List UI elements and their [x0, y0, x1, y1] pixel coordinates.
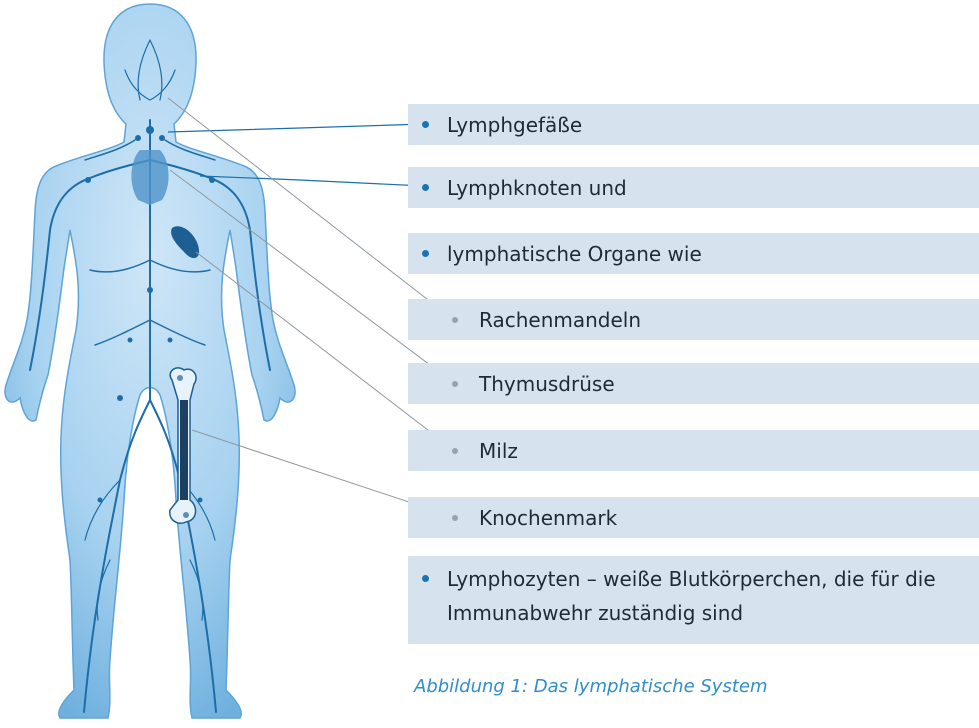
- label-lymphknoten: Lymphknoten und: [408, 167, 979, 208]
- figure-caption: Abbildung 1: Das lymphatische System: [414, 676, 768, 697]
- thymus-icon: [131, 150, 168, 205]
- label-lymphozyten: Lymphozyten – weiße Blutkörperchen, die …: [408, 556, 979, 644]
- label-text: Milz: [479, 439, 518, 463]
- label-text: Thymusdrüse: [479, 372, 615, 396]
- label-knochenmark: Knochenmark: [408, 497, 979, 538]
- label-text: Knochenmark: [479, 506, 617, 530]
- bullet-icon: [452, 448, 458, 454]
- lymph-vessels: [30, 40, 270, 712]
- label-text: Lymphozyten – weiße Blutkörperchen, die …: [447, 562, 979, 630]
- label-lymphatische-organe: lymphatische Organe wie: [408, 233, 979, 274]
- bullet-icon: [422, 184, 429, 191]
- label-text: lymphatische Organe wie: [447, 242, 702, 266]
- label-rachenmandeln: Rachenmandeln: [408, 299, 979, 340]
- label-thymusdruese: Thymusdrüse: [408, 363, 979, 404]
- bullet-icon: [422, 575, 429, 582]
- bullet-icon: [452, 515, 458, 521]
- label-milz: Milz: [408, 430, 979, 471]
- bullet-icon: [422, 121, 429, 128]
- bullet-icon: [452, 381, 458, 387]
- label-lymphgefaesse: Lymphgefäße: [408, 104, 979, 145]
- label-text: Lymphgefäße: [447, 113, 582, 137]
- bullet-icon: [422, 250, 429, 257]
- label-text: Rachenmandeln: [479, 308, 641, 332]
- label-text: Lymphknoten und: [447, 176, 627, 200]
- bullet-icon: [452, 317, 458, 323]
